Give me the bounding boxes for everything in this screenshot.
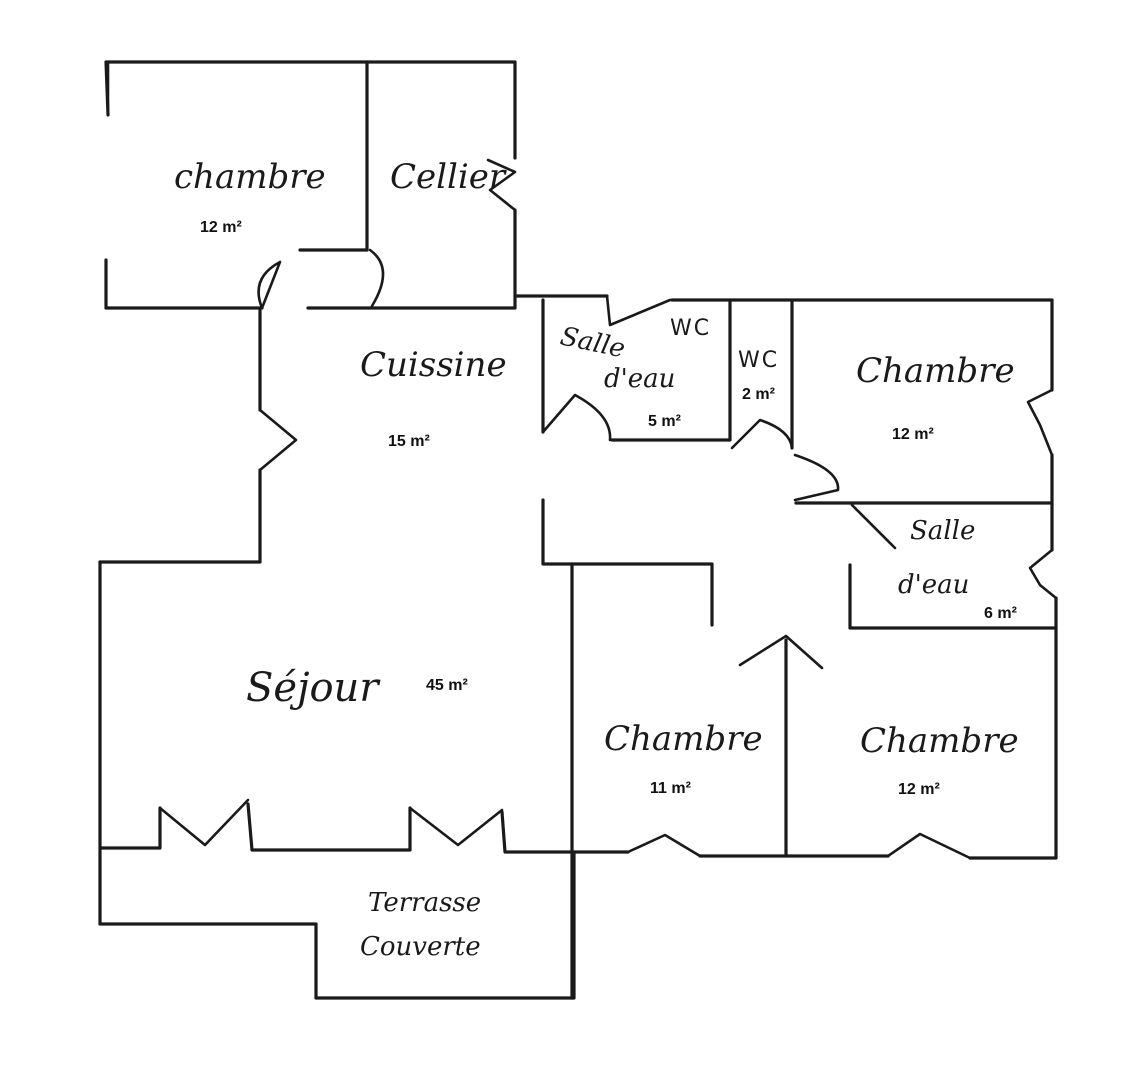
room-label-terrasse-line1: Terrasse [368, 888, 482, 918]
room-label-chambre-ne: Chambre [856, 351, 1015, 391]
doors [104, 60, 1058, 860]
room-label-salle-eau-2-line2: d'eau [898, 570, 970, 600]
room-area-salle-eau-2: 6 m² [984, 605, 1017, 622]
room-area-chambre-nw: 12 m² [200, 219, 242, 236]
room-label-wc-2: WC [738, 348, 780, 373]
room-area-chambre-se: 12 m² [898, 781, 940, 798]
room-area-wc-2: 2 m² [742, 386, 775, 403]
room-area-chambre-ne: 12 m² [892, 426, 934, 443]
room-area-chambre-sc: 11 m² [650, 780, 691, 797]
room-area-salle-eau-1: 5 m² [648, 413, 681, 430]
room-label-cellier: Cellier [390, 157, 506, 197]
room-label-chambre-se: Chambre [860, 721, 1019, 761]
room-label-chambre-nw: chambre [174, 157, 326, 197]
room-area-cuisine: 15 m² [388, 433, 430, 450]
room-label-terrasse-line2: Couverte [360, 932, 481, 962]
room-label-wc-1: WC [670, 316, 712, 341]
walls [98, 60, 1058, 1000]
room-label-sejour: Séjour [246, 665, 379, 711]
room-label-chambre-sc: Chambre [604, 719, 763, 759]
room-label-cuisine: Cuissine [360, 345, 507, 385]
room-area-sejour: 45 m² [426, 677, 468, 694]
room-label-salle-eau-1-line2: d'eau [604, 364, 676, 394]
room-label-salle-eau-2-line1: Salle [910, 516, 976, 546]
